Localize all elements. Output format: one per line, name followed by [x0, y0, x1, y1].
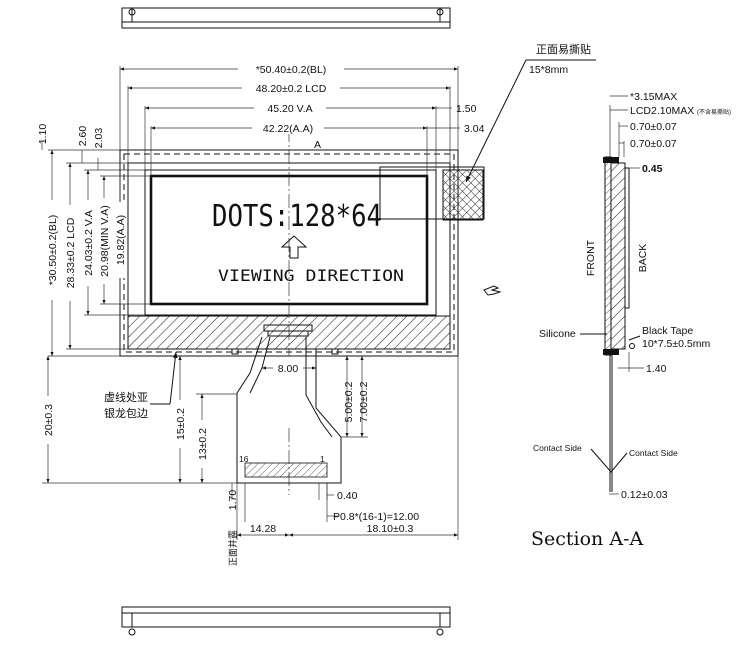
- left-dimensions: *30.50±0.2(BL) 28.33±0.2 LCD 24.03±0.2 V…: [37, 124, 151, 357]
- front-view: A DOTS:128*64 VIEWING DIRECTION: [119, 128, 485, 495]
- dots-label: DOTS:128*64: [212, 199, 382, 234]
- black-tape-label: Black Tape: [642, 325, 693, 337]
- dim-offset-1-50: 1.50: [456, 103, 477, 115]
- dim-height-bl: *30.50±0.2(BL): [47, 215, 59, 286]
- side-dim-lcd-2-10: LCD2.10MAX: [630, 105, 694, 117]
- fpc-dimensions: 20±0.3 15±0.2 13±0.2 8.00 5.00±0.2 7.00±…: [41, 356, 459, 566]
- up-arrow-icon: [280, 235, 308, 259]
- dim-width-va: 45.20 V.A: [267, 103, 312, 115]
- dim-fpc-1-70: 1.70: [227, 490, 239, 511]
- dim-fpc-14-28: 14.28: [250, 523, 276, 535]
- contact-side-right: Contact Side: [629, 448, 678, 458]
- dim-height-aa: 19.82(A.A): [115, 215, 127, 265]
- dashed-area-note-1: 虚线处亚: [104, 390, 148, 404]
- dim-height-lcd: 28.33±0.2 LCD: [65, 217, 77, 288]
- side-dim-1-40: 1.40: [646, 363, 667, 375]
- side-dim-0-70-a: 0.70±0.07: [630, 121, 677, 133]
- section-marker: A: [314, 139, 321, 151]
- silicone-label: Silicone: [539, 328, 576, 340]
- dim-fpc-13: 13±0.2: [197, 428, 209, 460]
- viewing-direction-label: VIEWING DIRECTION: [218, 266, 404, 285]
- not-incl-film-note: (不含易撕贴): [697, 108, 731, 116]
- dim-offset-1-10: 1.10: [37, 124, 49, 145]
- side-dim-0-12: 0.12±0.03: [621, 489, 668, 501]
- dashed-area-note-2: 银龙包边: [104, 406, 148, 420]
- protective-film-size: 15*8mm: [529, 64, 568, 76]
- dim-fpc-18-10: 18.10±0.3: [367, 523, 414, 535]
- dim-offset-2-03: 2.03: [93, 128, 105, 149]
- dim-fpc-5: 5.00±0.2: [343, 381, 355, 422]
- top-edge-view: [121, 7, 451, 29]
- dim-width-bl: *50.40±0.2(BL): [256, 64, 327, 76]
- side-dim-0-70-b: 0.70±0.07: [630, 138, 677, 150]
- dim-width-lcd: 48.20±0.2 LCD: [256, 83, 327, 95]
- dim-height-va: 24.03±0.2 V.A: [83, 210, 95, 276]
- protective-film-label: 正面易撕贴: [536, 42, 591, 56]
- section-title: Section A-A: [531, 528, 643, 550]
- dim-fpc-15: 15±0.2: [175, 408, 187, 440]
- notes: 正面易撕贴 15*8mm 虚线处亚 银龙包边 Section A-A: [104, 42, 643, 550]
- dim-width-aa: 42.22(A.A): [263, 123, 313, 135]
- bottom-edge-view: [121, 606, 451, 636]
- front-note-label: 正面并露: [227, 530, 239, 566]
- dim-height-min-va: 20.98(MIN V.A): [99, 205, 111, 276]
- back-label: BACK: [637, 244, 649, 273]
- top-dimensions: *50.40±0.2(BL) 48.20±0.2 LCD 45.20 V.A 4…: [119, 62, 485, 176]
- dim-fpc-8-00: 8.00: [278, 363, 299, 375]
- pin-16-label: 16: [239, 454, 249, 464]
- dim-fpc-20: 20±0.3: [43, 404, 55, 436]
- hand-pointer-icon: [483, 285, 502, 296]
- dim-pitch-0-40: 0.40: [337, 490, 358, 502]
- side-dim-3-15: *3.15MAX: [630, 91, 677, 103]
- dim-offset-2-60: 2.60: [77, 126, 89, 147]
- front-label: FRONT: [585, 239, 597, 276]
- dim-fpc-7: 7.00±0.2: [358, 381, 370, 422]
- dim-pitch: P0.8*(16-1)=12.00: [333, 511, 419, 523]
- contact-side-left: Contact Side: [533, 443, 582, 453]
- section-side-view: *3.15MAX LCD2.10MAX (不含易撕贴) 0.70±0.07 0.…: [533, 91, 731, 501]
- fpc-tail: 16 1: [236, 336, 342, 484]
- pin-1-label: 1: [320, 454, 325, 464]
- black-tape-size: 10*7.5±0.5mm: [642, 338, 710, 350]
- side-dim-0-45: 0.45: [642, 163, 663, 175]
- dim-offset-3-04: 3.04: [464, 123, 485, 135]
